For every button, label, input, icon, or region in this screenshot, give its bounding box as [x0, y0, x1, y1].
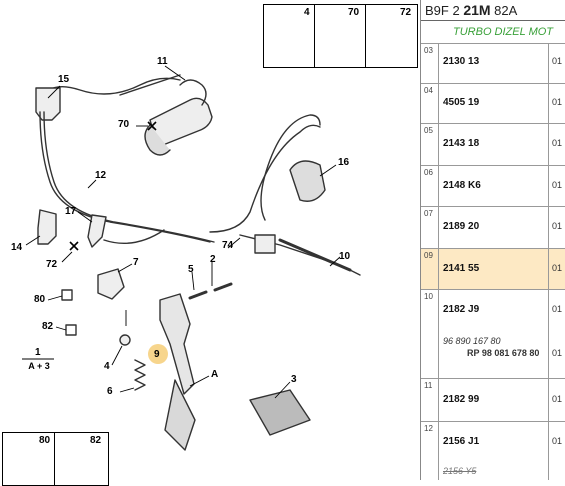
- callout-16[interactable]: 16: [338, 157, 350, 168]
- callout-72[interactable]: 72: [46, 259, 58, 270]
- part-rp-reference: RP 98 081 678 80: [467, 348, 540, 358]
- row-index: 05: [421, 124, 439, 165]
- part-reference[interactable]: 2189 20: [443, 221, 480, 232]
- row-index: 07: [421, 207, 439, 248]
- part-quantity: 01: [552, 436, 563, 446]
- callout-80[interactable]: 80: [34, 294, 46, 305]
- parts-row[interactable]: 04 4505 19 01: [421, 83, 565, 123]
- part-reference[interactable]: 2182 J9: [443, 304, 480, 315]
- part-quantity: 01: [552, 394, 563, 404]
- callout-2[interactable]: 2: [210, 254, 216, 265]
- parts-row[interactable]: 07 2189 20 01: [421, 206, 565, 248]
- callout-17[interactable]: 17: [65, 206, 77, 217]
- row-index: 09: [421, 249, 439, 289]
- callout-15[interactable]: 15: [58, 74, 70, 85]
- callout-12[interactable]: 12: [95, 170, 107, 181]
- callout-highlight: [148, 344, 168, 364]
- part-quantity: 01: [552, 97, 563, 107]
- row-index: 10: [421, 290, 439, 378]
- part-reference[interactable]: 2148 K6: [443, 180, 481, 191]
- parts-drawing: [7, 31, 405, 471]
- panel-header: B9F 2 21M 82A: [421, 0, 565, 21]
- part-reference[interactable]: 2143 18: [443, 138, 480, 149]
- callout-5[interactable]: 5: [188, 264, 194, 275]
- exploded-parts-diagram: 15 11 70 16 12 17 14 72 74 10 7 5 2 80 8…: [2, 4, 418, 486]
- callout-11[interactable]: 11: [157, 56, 168, 67]
- part-alt-reference: 96 890 167 80: [443, 336, 501, 346]
- row-index: 03: [421, 44, 439, 83]
- header-code: B9F 2: [425, 3, 460, 18]
- part-superseded-reference: 2156 Y5: [443, 466, 477, 476]
- callout-74[interactable]: 74: [222, 240, 234, 251]
- row-index: 04: [421, 84, 439, 123]
- parts-list-panel: B9F 2 21M 82A TURBO DIZEL MOT 03 2130 13…: [420, 0, 565, 480]
- hardware-label-80: 80: [39, 435, 51, 446]
- row-index: 12: [421, 422, 439, 480]
- callout-9[interactable]: 9: [154, 349, 160, 360]
- header-engine-code: 21M: [463, 2, 491, 18]
- part-quantity: 01: [552, 221, 563, 231]
- part-quantity-2: 01: [552, 348, 563, 358]
- part-quantity: 01: [552, 56, 563, 66]
- part-reference[interactable]: 2141 55: [443, 263, 480, 274]
- header-tail: 82A: [494, 3, 518, 18]
- part-quantity: 01: [552, 180, 563, 190]
- callout-14[interactable]: 14: [11, 242, 23, 253]
- part-quantity: 01: [552, 138, 563, 148]
- hardware-box-top: 4 70 72: [263, 4, 418, 68]
- callout-sub-label: A + 3: [28, 361, 50, 371]
- part-quantity: 01: [552, 263, 563, 273]
- parts-row[interactable]: 05 2143 18 01: [421, 123, 565, 165]
- parts-row[interactable]: 11 2182 99 01: [421, 378, 565, 421]
- row-index: 11: [421, 379, 439, 421]
- parts-row[interactable]: 06 2148 K6 01: [421, 165, 565, 206]
- callout-1[interactable]: 1: [35, 347, 41, 358]
- row-index: 06: [421, 166, 439, 206]
- callout-6[interactable]: 6: [107, 386, 113, 397]
- parts-row[interactable]: 12 2156 J1 2156 Y5 01: [421, 421, 565, 480]
- hardware-box-bottom: 80 82: [2, 432, 109, 486]
- parts-row[interactable]: 03 2130 13 01: [421, 43, 565, 83]
- part-reference[interactable]: 4505 19: [443, 97, 480, 108]
- part-quantity: 01: [552, 304, 563, 314]
- part-reference[interactable]: 2182 99: [443, 394, 480, 405]
- callout-3[interactable]: 3: [291, 374, 297, 385]
- callout-70[interactable]: 70: [118, 119, 130, 130]
- hardware-label-4: 4: [304, 7, 310, 18]
- callout-4[interactable]: 4: [104, 361, 110, 372]
- parts-row[interactable]: 10 2182 J9 96 890 167 80 RP 98 081 678 8…: [421, 289, 565, 378]
- engine-description: TURBO DIZEL MOT: [453, 26, 554, 38]
- callout-82[interactable]: 82: [42, 321, 54, 332]
- part-reference[interactable]: 2130 13: [443, 56, 480, 67]
- callout-A[interactable]: A: [211, 369, 219, 380]
- callout-10[interactable]: 10: [339, 251, 351, 262]
- hardware-label-82: 82: [90, 435, 102, 446]
- hardware-label-70: 70: [348, 7, 360, 18]
- callout-7[interactable]: 7: [133, 257, 139, 268]
- part-reference[interactable]: 2156 J1: [443, 436, 480, 447]
- hardware-label-72: 72: [400, 7, 412, 18]
- parts-row-selected[interactable]: 09 2141 55 01: [421, 248, 565, 289]
